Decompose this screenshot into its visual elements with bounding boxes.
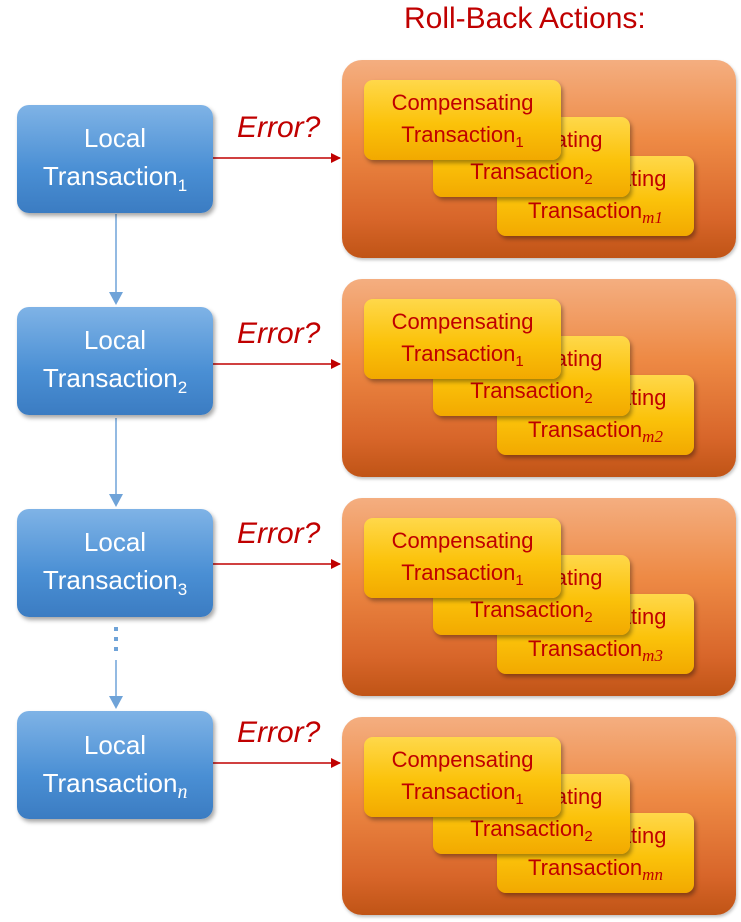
compensating-transaction-card: Compensating Transaction1	[364, 80, 561, 160]
compensating-word: Transaction	[470, 815, 585, 841]
local-label: Local	[83, 325, 147, 355]
local-transaction-1: Local Transaction1	[17, 105, 213, 213]
local-transaction-3: Local Transaction3	[17, 509, 213, 617]
compensating-subscript: 1	[515, 133, 524, 151]
local-word: Transaction	[42, 565, 178, 595]
compensating-word: Transaction	[528, 417, 643, 442]
continuation-dot-3	[114, 647, 118, 651]
compensating-subscript: mn	[642, 865, 663, 884]
compensating-subscript: 1	[515, 571, 524, 589]
rollback-group-3: Compensating Transactionm3 Compensating …	[342, 498, 736, 696]
rollback-group-2: Compensating Transactionm2 Compensating …	[342, 279, 736, 477]
compensating-subscript: m2	[642, 427, 663, 446]
compensating-word: Transaction	[401, 340, 516, 366]
compensating-transaction-card: Compensating Transaction1	[364, 737, 561, 817]
rollback-group-n: Compensating Transactionmn Compensating …	[342, 717, 736, 915]
compensating-word: Transaction	[401, 778, 516, 804]
local-transaction-2: Local Transaction2	[17, 307, 213, 415]
compensating-transaction-card: Compensating Transaction1	[364, 518, 561, 598]
compensating-subscript: 1	[515, 352, 524, 370]
compensating-subscript: 1	[515, 790, 524, 808]
error-label: Error?	[237, 317, 321, 350]
compensating-word: Transaction	[470, 158, 585, 184]
compensating-word: Transaction	[470, 377, 585, 403]
flow-arrowhead-1	[109, 292, 123, 305]
compensating-word: Transaction	[470, 596, 585, 622]
local-label: Local	[83, 123, 147, 153]
compensating-label: Compensating	[391, 308, 534, 334]
local-subscript: 1	[177, 176, 188, 195]
flow-arrowhead-3	[109, 696, 123, 709]
compensating-subscript: 2	[584, 170, 593, 188]
local-label: Local	[83, 729, 147, 760]
compensating-transaction-card: Compensating Transaction1	[364, 299, 561, 379]
compensating-subscript: 2	[584, 827, 593, 845]
error-label: Error?	[237, 111, 321, 144]
compensating-subscript: 2	[584, 608, 593, 626]
local-label: Local	[83, 527, 147, 557]
compensating-word: Transaction	[528, 855, 643, 880]
compensating-word: Transaction	[528, 198, 643, 223]
local-subscript: 3	[177, 580, 188, 599]
local-word: Transaction	[42, 161, 178, 191]
flow-arrowhead-2	[109, 494, 123, 507]
compensating-word: Transaction	[401, 121, 516, 147]
continuation-dot-1	[114, 627, 118, 631]
compensating-word: Transaction	[528, 636, 643, 661]
compensating-label: Compensating	[391, 89, 534, 115]
error-label: Error?	[237, 517, 321, 550]
compensating-label: Compensating	[391, 746, 534, 772]
local-word: Transaction	[42, 363, 178, 393]
compensating-word: Transaction	[401, 559, 516, 585]
compensating-subscript: m1	[642, 208, 663, 227]
error-label: Error?	[237, 716, 321, 749]
rollback-group-1: Compensating Transactionm1 Compensating …	[342, 60, 736, 258]
diagram-title: Roll-Back Actions:	[404, 2, 646, 35]
local-transaction-n: Local Transactionn	[17, 711, 213, 819]
compensating-label: Compensating	[391, 527, 534, 553]
compensating-subscript: m3	[642, 646, 663, 665]
local-subscript: 2	[177, 378, 188, 397]
compensating-subscript: 2	[584, 389, 593, 407]
continuation-dot-2	[114, 637, 118, 641]
local-word: Transaction	[42, 767, 178, 798]
local-subscript: n	[177, 780, 188, 803]
